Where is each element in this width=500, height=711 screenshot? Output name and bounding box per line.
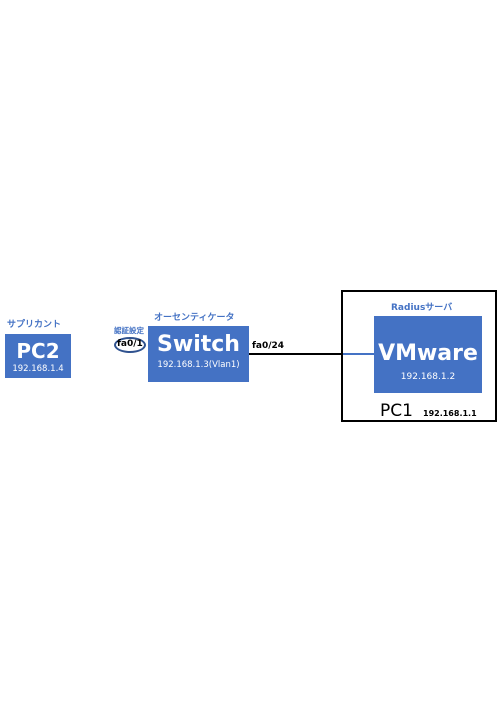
- pc1-name: PC1: [380, 401, 413, 421]
- link-pc1-to-vmware: [342, 353, 374, 355]
- pc1-ip: 192.168.1.1: [423, 409, 477, 418]
- port-fa0-1-label: fa0/1: [117, 339, 143, 349]
- port-fa0-24-label: fa0/24: [252, 341, 285, 351]
- vmware-name: VMware: [378, 341, 478, 366]
- pc1-host-frame: [341, 290, 497, 422]
- authenticator-role-label: オーセンティケータ: [154, 313, 235, 323]
- supplicant-role-label: サプリカント: [7, 320, 62, 330]
- pc2-ip: 192.168.1.4: [12, 364, 64, 374]
- switch-name: Switch: [157, 332, 240, 357]
- switch-device-box: Switch 192.168.1.3(Vlan1): [148, 326, 249, 382]
- vmware-device-box: VMware 192.168.1.2: [374, 316, 482, 393]
- pc2-device-box: PC2 192.168.1.4: [5, 334, 71, 378]
- switch-ip: 192.168.1.3(Vlan1): [157, 360, 240, 370]
- radius-role-label: Radiusサーバ: [391, 303, 453, 313]
- auth-config-label: 認証設定: [114, 326, 144, 335]
- vmware-ip: 192.168.1.2: [400, 372, 456, 382]
- link-switch-to-pc1: [249, 353, 342, 355]
- pc2-name: PC2: [16, 339, 60, 363]
- port-fa0-1-oval: [114, 337, 146, 353]
